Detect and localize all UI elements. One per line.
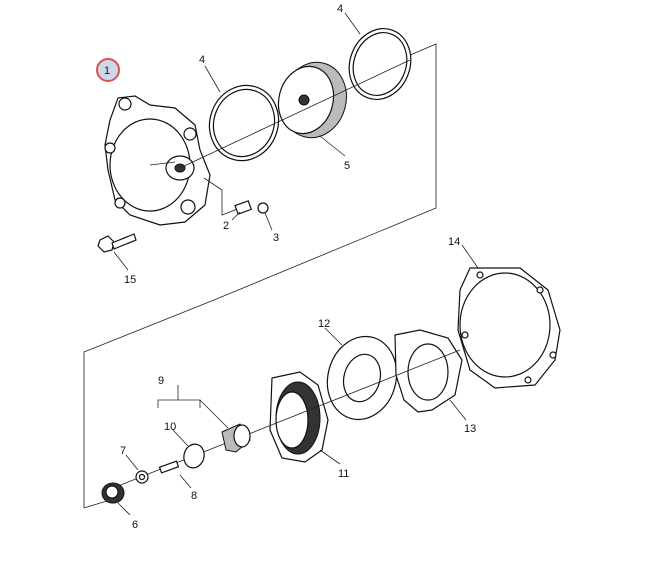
callout-4a: 4 xyxy=(199,54,205,66)
leader-4b xyxy=(344,12,361,35)
callout-10: 10 xyxy=(164,421,176,433)
leader-15 xyxy=(113,251,129,271)
callout-15: 15 xyxy=(124,274,136,286)
callout-6: 6 xyxy=(132,519,138,531)
leader-12 xyxy=(324,327,343,346)
upper-axis-line xyxy=(179,59,411,169)
callout-14: 14 xyxy=(448,236,460,248)
part-8-pin[interactable] xyxy=(158,460,180,474)
leader-6 xyxy=(117,502,131,516)
leader-5 xyxy=(319,135,346,157)
callout-5: 5 xyxy=(344,160,350,172)
part-11-drum[interactable] xyxy=(269,371,329,463)
part-12-ring[interactable] xyxy=(318,329,405,428)
part-4-seal-ring-right[interactable] xyxy=(339,20,420,108)
bracket-2 xyxy=(203,177,241,216)
part-3-washer[interactable] xyxy=(257,202,269,214)
callout-4b: 4 xyxy=(337,3,343,15)
highlight-marker[interactable] xyxy=(96,58,120,82)
leader-9b xyxy=(199,399,229,429)
callout-12: 12 xyxy=(318,318,330,330)
part-13-plate[interactable] xyxy=(394,329,463,413)
leader-10 xyxy=(172,429,189,447)
leader-13 xyxy=(449,399,467,421)
leader-8 xyxy=(179,474,192,489)
leader-11 xyxy=(319,449,341,465)
callout-8: 8 xyxy=(191,490,197,502)
leader-3 xyxy=(264,212,273,231)
part-2-fitting[interactable] xyxy=(234,200,253,215)
part-1-housing[interactable] xyxy=(104,95,211,226)
part-6-plug[interactable] xyxy=(101,482,125,504)
callout-2: 2 xyxy=(223,220,229,232)
part-9-piston[interactable] xyxy=(221,423,251,453)
part-4-seal-ring-left[interactable] xyxy=(199,76,289,171)
callout-13: 13 xyxy=(464,423,476,435)
assembly-frame xyxy=(83,43,437,509)
highlight-marker-label: 1 xyxy=(104,65,110,77)
part-14-gasket[interactable] xyxy=(457,267,561,389)
part-10-o-ring[interactable] xyxy=(181,442,207,470)
leader-7 xyxy=(125,454,139,471)
bracket-9 xyxy=(157,399,201,408)
leader-14 xyxy=(461,244,479,269)
leader-4a xyxy=(204,65,221,93)
callout-7: 7 xyxy=(120,445,126,457)
part-15-bolt[interactable] xyxy=(97,233,137,253)
part-7-washer[interactable] xyxy=(135,470,149,484)
part-5-drum[interactable] xyxy=(271,55,355,145)
callout-9: 9 xyxy=(158,375,164,387)
callout-11: 11 xyxy=(338,468,349,480)
leader-2 xyxy=(231,211,241,221)
callout-3: 3 xyxy=(273,232,279,244)
